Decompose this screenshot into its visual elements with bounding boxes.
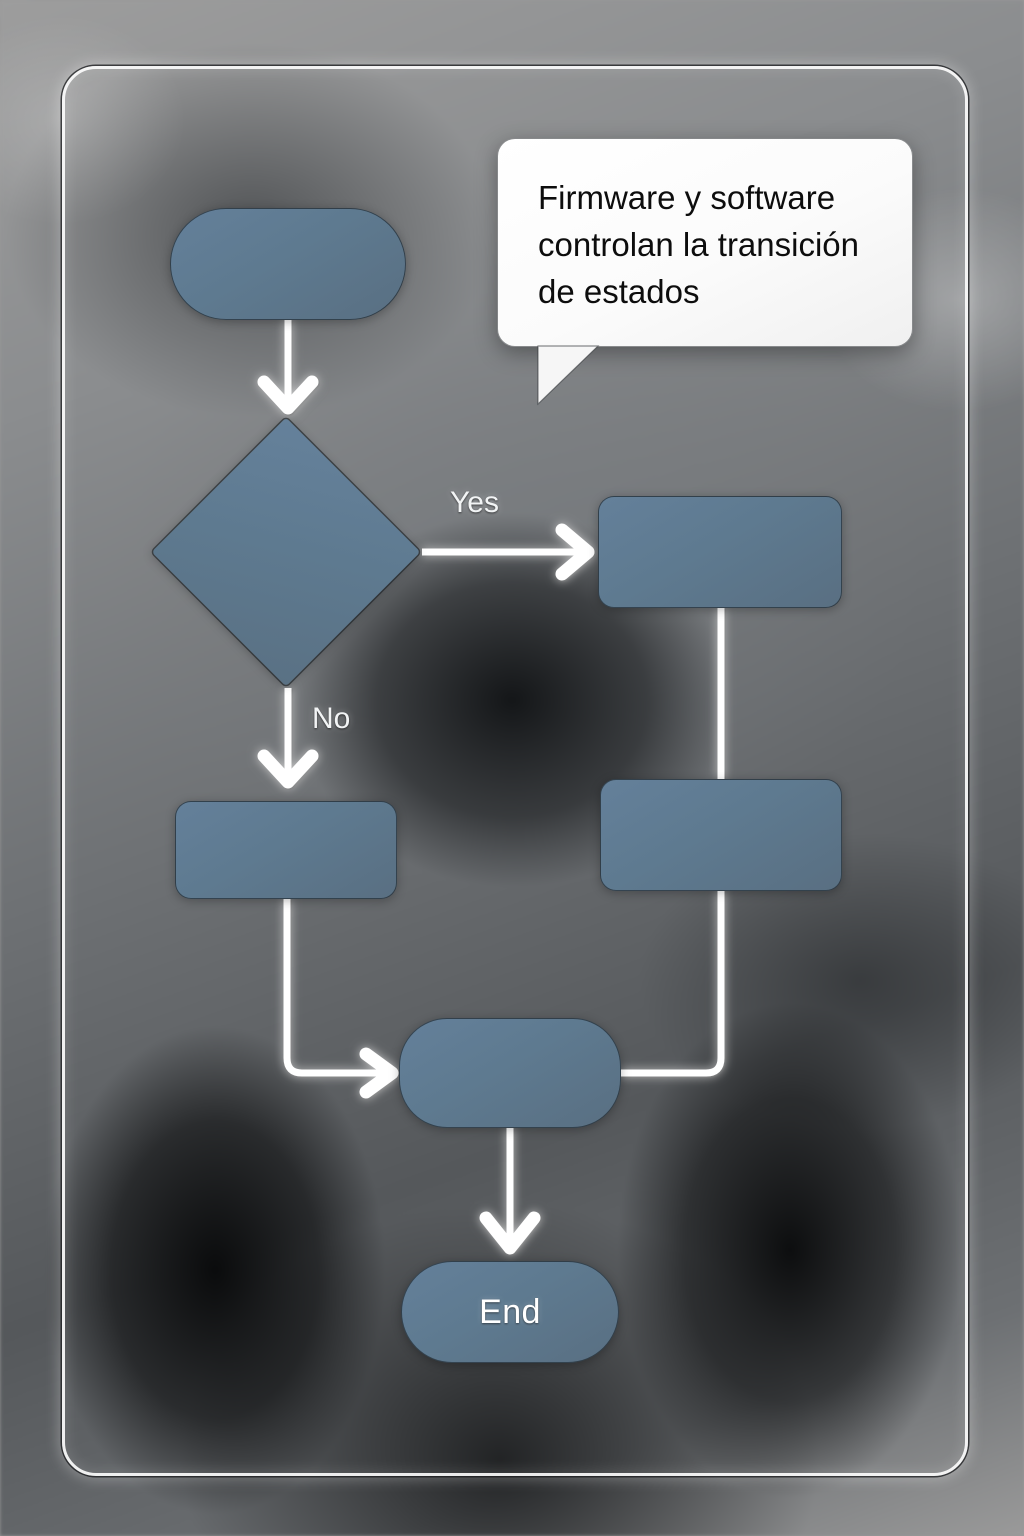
annotation-line-2: controlan la transición xyxy=(538,225,860,263)
edge-label-no: No xyxy=(312,702,351,735)
edge-label-yes: Yes xyxy=(450,486,499,519)
node-merge[interactable] xyxy=(399,1018,621,1128)
node-no-step[interactable] xyxy=(175,801,397,899)
annotation-speech-bubble[interactable]: Firmware y software controlan la transic… xyxy=(497,138,913,405)
node-end-label: End xyxy=(479,1292,541,1331)
speech-bubble-tail xyxy=(537,344,600,405)
annotation-line-3: de estados xyxy=(538,272,700,310)
annotation-line-1: Firmware y software xyxy=(538,179,836,216)
node-end[interactable]: End xyxy=(401,1261,619,1363)
node-start[interactable] xyxy=(170,208,406,320)
node-yes-step[interactable] xyxy=(598,496,842,608)
node-yes-step-2[interactable] xyxy=(600,779,842,891)
